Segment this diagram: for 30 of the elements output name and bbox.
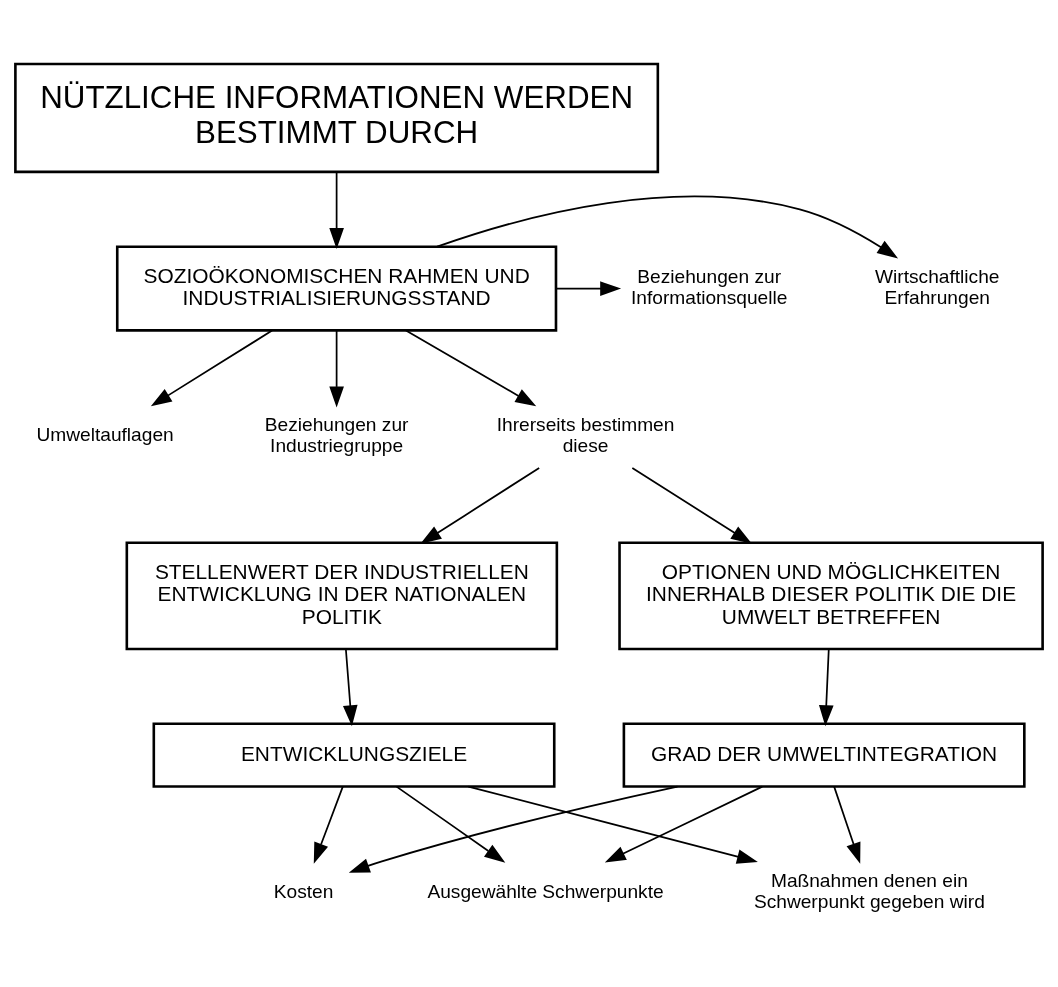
node-text: Wirtschaftliche Erfahrungen: [875, 265, 1000, 308]
node-text: Umweltauflagen: [36, 423, 174, 445]
arrow: [818, 648, 834, 726]
node-box: STELLENWERT DER INDUSTRIELLEN ENTWICKLUNG IN DER NATIONALEN POLITIK: [125, 540, 559, 650]
arrow: [329, 329, 344, 407]
arrow: [555, 280, 622, 296]
arrow: [150, 329, 273, 406]
node-text: Kosten: [273, 880, 334, 902]
node-text: Maßnahmen denen ein Schwerpunkt gegeben wird: [753, 869, 985, 912]
node-text: Beziehungen zur Informationsquelle: [630, 265, 788, 308]
arrow: [348, 785, 679, 873]
arrow: [631, 466, 752, 544]
arrow: [313, 785, 344, 864]
arrow: [604, 785, 764, 862]
node-text: Beziehungen zur Industriegruppe: [264, 413, 409, 456]
node-text: Ihrerseits bestimmen diese: [496, 413, 675, 456]
node-text: Ausgewählte Schwerpunkte: [427, 880, 664, 902]
node-box: NÜTZLICHE INFORMATIONEN WERDEN BESTIMMT DURCH: [14, 62, 660, 173]
node-box: OPTIONEN UND MÖGLICHKEITEN INNERHALB DIESER POLITIK DIE DIE UMWELT BETREFFEN: [618, 540, 1044, 650]
arrow: [436, 195, 899, 258]
arrow: [405, 329, 537, 406]
node-box: SOZIOÖKONOMISCHEN RAHMEN UND INDUSTRIALISIERUNGSSTAND: [115, 244, 558, 332]
arrow: [420, 466, 541, 544]
arrow: [833, 785, 861, 864]
arrow: [329, 170, 344, 249]
arrow: [467, 785, 758, 864]
arrow: [395, 785, 506, 863]
arrow: [342, 648, 358, 726]
node-box: ENTWICKLUNGSZIELE: [152, 722, 556, 788]
node-box: GRAD DER UMWELTINTEGRATION: [622, 722, 1026, 788]
